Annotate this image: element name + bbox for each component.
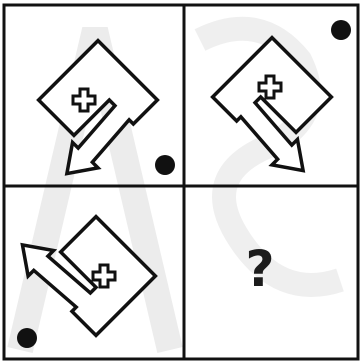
dot-1-2 bbox=[331, 20, 351, 40]
question-mark: ? bbox=[245, 240, 274, 298]
cell-2-2: ? bbox=[245, 240, 274, 298]
cell-1-1 bbox=[16, 41, 175, 187]
dot-1-1 bbox=[155, 155, 175, 175]
dot-2-1 bbox=[17, 328, 37, 348]
